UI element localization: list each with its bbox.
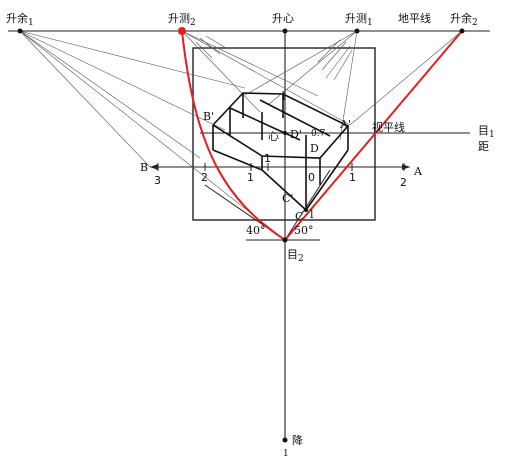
scale-tick-label: 1 [349,171,356,184]
label-rise-side-1: 升测1 [345,12,373,28]
label-eye-1: 目1 [478,124,495,140]
label-rise-center: 升心 [272,12,294,25]
label-descend-sub: 1 [283,449,289,459]
red-line-right [284,30,463,241]
label-center-char: 心 [268,130,279,143]
label-ground-line: 地平线 [398,11,431,25]
label-rise-excess-1: 升余1 [6,11,34,28]
scale-tick-label: 1 [264,152,271,165]
label-descend: 降 [292,433,303,447]
label-point-d: D [310,142,319,155]
scale-tick-label: 2 [400,176,407,189]
ray-marks [195,35,353,81]
vertices [17,28,465,443]
label-point-c-prime: C' [282,192,293,205]
label-point-c: C [295,210,303,223]
arrow-a [402,164,410,170]
label-distance: 距 [478,140,489,153]
label-horizon-line: 视平线 [372,120,405,134]
label-point-l-lower: l [310,208,314,221]
red-point-rise-side-2 [178,27,186,35]
label-rise-excess-2: 升余2 [450,11,478,28]
label-point-b: B [140,161,148,174]
label-point-d-prime: D' [290,128,302,141]
construction-lines-left [19,30,351,241]
scale-tick-label: 1 [247,171,254,184]
scale-tick-label: 0 [308,171,315,184]
red-curve-left [181,30,286,241]
label-angle-40: 40° [246,224,266,237]
scale-tick-label: 2 [201,171,208,184]
arrow-b [150,164,158,170]
label-point-b-prime: B' [203,110,214,123]
label-eye-2: 目2 [287,248,304,264]
label-value-07: 0.7 [311,129,326,139]
scale-tick-label: 3 [154,174,161,187]
label-point-a-prime: A' [339,118,351,131]
label-rise-side-2: 升测2 [168,12,196,28]
label-point-l: l [282,90,286,103]
label-angle-50: 50° [294,224,314,237]
label-point-a: A [413,165,423,178]
house-wireframe [212,92,350,211]
